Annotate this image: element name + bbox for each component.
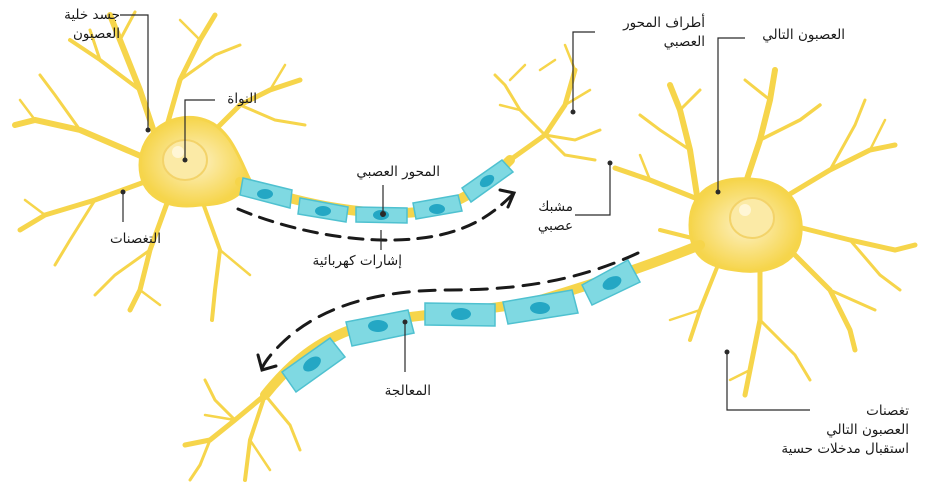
myelin-segment: [503, 290, 578, 324]
label-next-neuron-dendrites: تغصنات العصبون التالي استقبال مدخلات حسي…: [781, 402, 909, 459]
neuron-2-myelin-sheath: [282, 260, 640, 392]
myelin-segment: [462, 160, 513, 202]
neuron-1: [15, 12, 600, 320]
myelin-segment: [413, 195, 462, 219]
label-axon-terminals: أطراف المحور العصبي: [623, 14, 705, 52]
neuron-1-axon-terminals: [495, 45, 600, 160]
neuron-2-axon-terminals: [185, 380, 300, 480]
label-axon: المحور العصبي: [356, 163, 440, 182]
signal-arrows: [238, 190, 638, 370]
label-synapse: مشبك عصبي: [538, 198, 573, 236]
label-dendrites: التغصنات: [110, 230, 161, 249]
myelin-segment: [425, 303, 495, 326]
label-cell-body: جسد خلية العصبون: [64, 6, 120, 44]
label-processing: المعالجة: [385, 382, 431, 401]
myelin-segment: [346, 310, 414, 346]
label-next-neuron: العصبون التالي: [762, 26, 845, 45]
label-nucleus: النواة: [227, 90, 257, 109]
myelin-segment: [298, 198, 348, 222]
myelin-segment: [582, 260, 640, 305]
label-electrical-signals: إشارات كهربائية: [313, 252, 402, 271]
arrowhead-icon: [258, 355, 276, 370]
myelin-segment: [240, 178, 292, 208]
neuron-2-nucleus: [730, 198, 774, 238]
